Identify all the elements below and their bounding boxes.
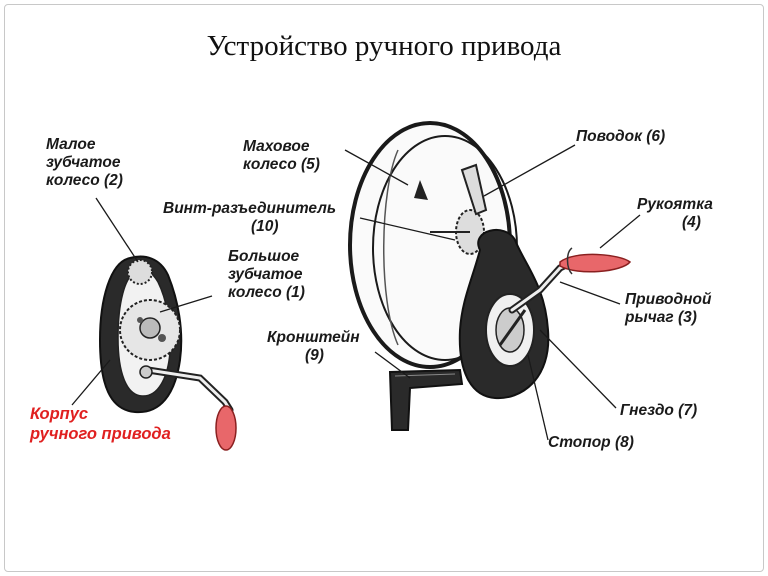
label-line: колесо (5) xyxy=(243,156,320,173)
label-flywheel: Маховое колесо (5) xyxy=(243,138,320,174)
small-gear xyxy=(127,259,153,285)
label-drive-lever: Приводной рычаг (3) xyxy=(625,291,711,327)
label-line: (9) xyxy=(305,347,324,364)
label-line: (10) xyxy=(251,218,279,235)
hub-screw xyxy=(430,209,485,255)
label-small-gear: Малое зубчатое колесо (2) xyxy=(46,136,123,190)
left-crank xyxy=(139,365,237,451)
label-line: Приводной xyxy=(625,291,712,308)
label-line: ручного привода xyxy=(30,425,171,443)
label-line: Кронштейн xyxy=(267,329,360,346)
bracket xyxy=(388,368,464,431)
drive-housing xyxy=(458,229,550,400)
label-line: колесо (2) xyxy=(46,172,123,189)
label-driver: Поводок (6) xyxy=(576,128,665,146)
handle xyxy=(559,247,632,275)
label-line: Рукоятка xyxy=(637,196,713,213)
label-line: Гнездо (7) xyxy=(620,402,698,419)
label-line: зубчатое xyxy=(46,154,121,171)
leader-lines xyxy=(71,144,641,441)
label-line: Стопор (8) xyxy=(548,434,634,451)
label-line: Корпус xyxy=(30,405,89,423)
label-bracket: Кронштейн (9) xyxy=(267,329,360,365)
big-gear xyxy=(119,299,181,361)
label-line: Винт-разъединитель xyxy=(163,200,337,217)
driver-arm xyxy=(460,163,488,216)
label-line: Большое xyxy=(228,248,300,265)
label-disconnect-screw: Винт-разъединитель (10) xyxy=(163,200,336,236)
label-line: Маховое xyxy=(243,138,310,155)
label-big-gear: Большое зубчатое колесо (1) xyxy=(228,248,305,302)
label-line: (4) xyxy=(682,214,701,231)
label-line: зубчатое xyxy=(228,266,303,283)
label-line: рычаг (3) xyxy=(625,309,697,326)
label-line: Поводок (6) xyxy=(576,128,666,145)
label-line: Малое xyxy=(46,136,96,153)
label-stopper: Стопор (8) xyxy=(548,434,634,452)
label-handle: Рукоятка (4) xyxy=(637,196,713,232)
label-housing: Корпус ручного привода xyxy=(30,404,171,444)
label-line: колесо (1) xyxy=(228,284,305,301)
label-socket: Гнездо (7) xyxy=(620,402,697,420)
page-title: Устройство ручного привода xyxy=(206,30,562,62)
